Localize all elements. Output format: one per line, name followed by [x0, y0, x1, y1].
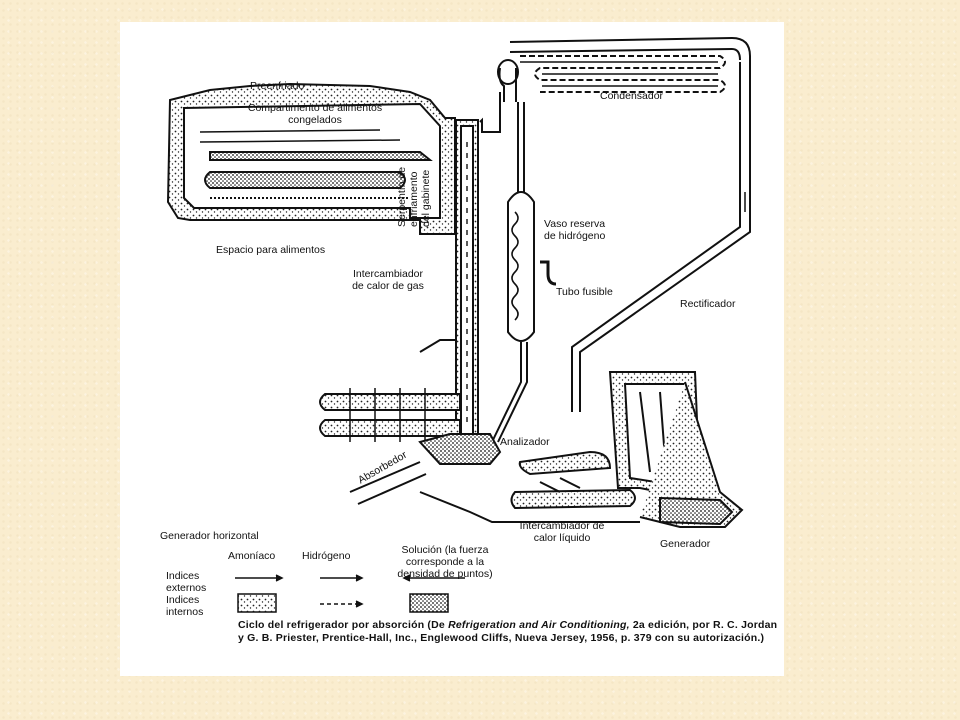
label-intercambiador-liquido-line1: Intercambiador de	[519, 520, 605, 532]
label-serpentin: Serpentín de enfriamento del gabinete	[396, 167, 432, 227]
figure-panel: Preenfriado Compartimento de alimentos c…	[120, 22, 784, 676]
absorber-vessel	[349, 433, 502, 505]
figure-caption: Ciclo del refrigerador por absorción (De…	[238, 619, 778, 645]
legend-col-amoniaco: Amoníaco	[228, 550, 276, 562]
absorber-coils	[319, 339, 461, 442]
label-vaso-line1: Vaso reserva	[544, 218, 606, 230]
absorption-cycle-diagram	[166, 36, 751, 613]
legend-row-externos-line1: Indices	[166, 570, 200, 582]
label-analizador: Analizador	[500, 436, 550, 448]
legend-solution-internal-swatch	[409, 593, 449, 613]
label-serpentin-line3: del gabinete	[420, 169, 432, 227]
legend-title: Generador horizontal	[160, 530, 259, 542]
label-rectificador: Rectificador	[680, 298, 736, 310]
label-intercambiador-gas-line1: Intercambiador	[352, 268, 424, 280]
legend-col-solucion-line3: densidad de puntos)	[397, 568, 493, 580]
label-intercambiador-gas-line2: de calor de gas	[352, 280, 424, 292]
legend-ammonia-internal-swatch	[237, 593, 277, 613]
label-generador: Generador	[660, 538, 711, 550]
label-compartimento-line1: Compartimento de alimentos	[247, 102, 383, 114]
legend-col-hidrogeno: Hidrógeno	[302, 550, 351, 562]
label-espacio: Espacio para alimentos	[216, 244, 326, 256]
label-vaso: Vaso reserva de hidrógeno	[544, 218, 605, 242]
label-intercambiador-liquido: Intercambiador de calor líquido	[492, 520, 632, 544]
evaporator-cabinet	[166, 82, 456, 235]
legend-row-internos: Indices internos	[166, 594, 203, 618]
label-condensador: Condensador	[600, 90, 664, 102]
legend-row-externos-line2: externos	[166, 582, 207, 594]
label-vaso-line2: de hidrógeno	[544, 230, 606, 242]
label-tubo-fusible: Tubo fusible	[556, 286, 613, 298]
label-serpentin-line2: enfriamento	[408, 171, 420, 227]
legend-row-internos-line1: Indices	[166, 594, 200, 606]
label-compartimento-line2: congelados	[288, 114, 342, 126]
legend-col-solucion-line1: Solución (la fuerza	[401, 544, 489, 556]
legend-row-externos: Indices externos	[166, 570, 206, 594]
label-intercambiador-gas: Intercambiador de calor de gas	[332, 268, 444, 292]
legend-graphics	[235, 574, 465, 613]
label-serpentin-line1: Serpentín de	[396, 166, 408, 227]
rectifier-pipe	[571, 62, 751, 412]
generator-assembly	[419, 371, 744, 528]
legend-row-internos-line2: internos	[166, 606, 204, 618]
hydrogen-reserve-vessel	[491, 67, 557, 443]
gas-heat-exchanger	[455, 92, 501, 453]
label-intercambiador-liquido-line2: calor líquido	[533, 532, 591, 544]
legend-col-solucion-line2: corresponde a la	[405, 556, 485, 568]
caption-prefix: Ciclo del refrigerador por absorción (De	[238, 619, 445, 631]
caption-book-title: Refrigeration and Air Conditioning,	[448, 619, 630, 631]
condenser	[497, 36, 751, 93]
caption-suffix: 2a edición, por R. C. Jordan y G. B. Pri…	[238, 619, 778, 644]
label-compartimento: Compartimento de alimentos congelados	[220, 102, 410, 126]
label-preenfriado: Preenfriado	[250, 80, 305, 92]
legend-col-solucion: Solución (la fuerza corresponde a la den…	[380, 544, 510, 580]
